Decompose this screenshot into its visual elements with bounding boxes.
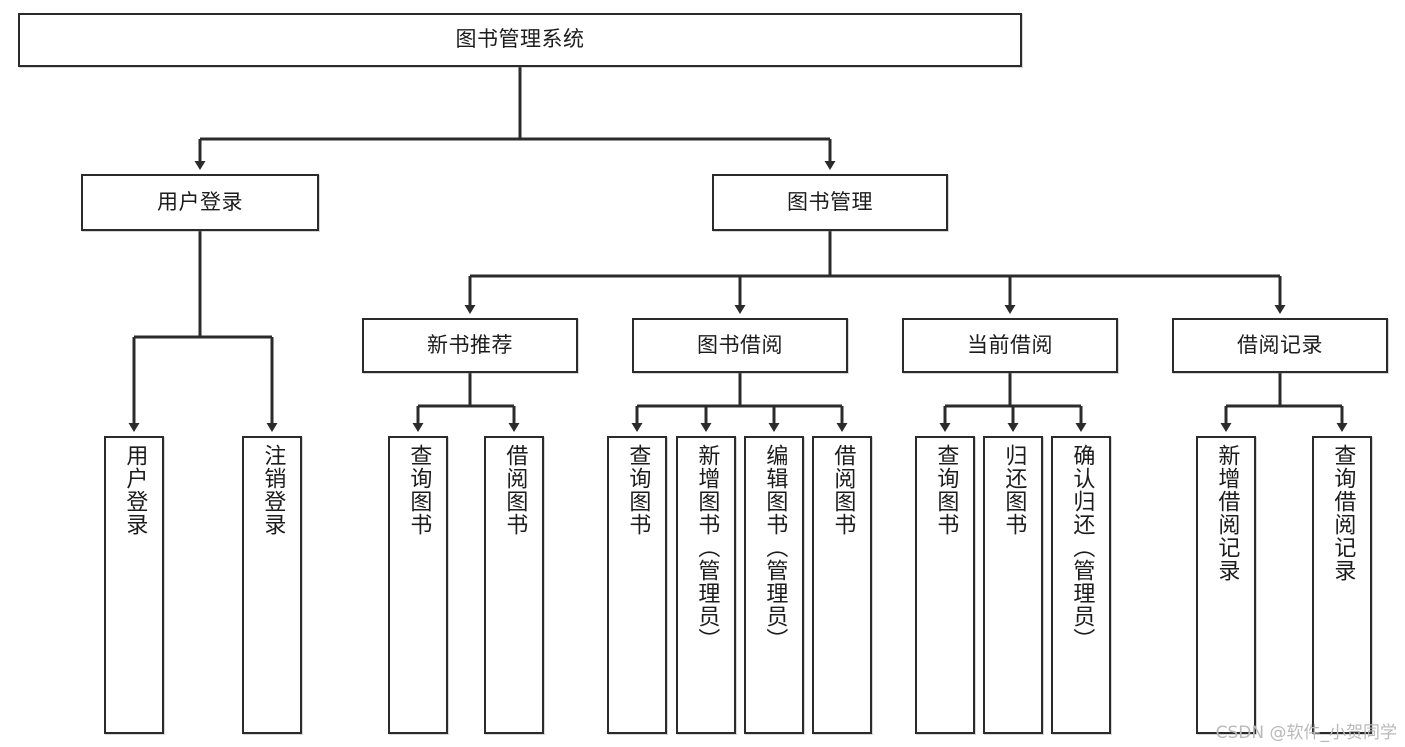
node-label: 当前借阅 [967, 332, 1053, 357]
node-new-book-recommend[interactable]: 新书推荐 [362, 318, 578, 373]
leaf-query-book-1[interactable]: 查询图书 [388, 436, 448, 734]
node-label: 归还图书 [1001, 444, 1027, 536]
leaf-query-book-2[interactable]: 查询图书 [607, 436, 667, 734]
leaf-query-borrow-record[interactable]: 查询借阅记录 [1312, 436, 1372, 734]
leaf-query-book-3[interactable]: 查询图书 [915, 436, 975, 734]
node-label: 注销登录 [260, 444, 286, 536]
node-label: 图书借阅 [697, 332, 783, 357]
node-borrow-record[interactable]: 借阅记录 [1172, 318, 1388, 373]
node-label: 新增图书（管理员） [694, 444, 720, 651]
node-book-borrow[interactable]: 图书借阅 [632, 318, 848, 373]
leaf-return-book[interactable]: 归还图书 [983, 436, 1043, 734]
watermark: CSDN @软件_小贺同学 [1215, 723, 1397, 743]
node-user-login[interactable]: 用户登录 [81, 174, 319, 231]
node-label: 借阅图书 [830, 444, 856, 536]
leaf-add-book[interactable]: 新增图书（管理员） [676, 436, 736, 734]
leaf-borrow-book-1[interactable]: 借阅图书 [484, 436, 544, 734]
node-root-system[interactable]: 图书管理系统 [18, 13, 1022, 67]
node-label: 查询图书 [933, 444, 959, 536]
node-label: 借阅记录 [1237, 332, 1323, 357]
leaf-user-logout[interactable]: 注销登录 [242, 436, 302, 734]
node-label: 用户登录 [157, 189, 243, 214]
node-current-borrow[interactable]: 当前借阅 [902, 318, 1118, 373]
leaf-confirm-return[interactable]: 确认归还（管理员） [1051, 436, 1111, 734]
leaf-user-login[interactable]: 用户登录 [104, 436, 164, 734]
leaf-add-borrow-record[interactable]: 新增借阅记录 [1196, 436, 1256, 734]
node-book-management[interactable]: 图书管理 [712, 174, 948, 231]
node-label: 借阅图书 [502, 444, 528, 536]
leaf-edit-book[interactable]: 编辑图书（管理员） [744, 436, 804, 734]
node-label: 新书推荐 [427, 332, 513, 357]
node-label: 新增借阅记录 [1214, 444, 1240, 582]
node-label: 查询借阅记录 [1330, 444, 1356, 582]
node-label: 图书管理系统 [455, 27, 585, 52]
node-label: 图书管理 [787, 189, 873, 214]
node-label: 用户登录 [122, 444, 148, 536]
leaf-borrow-book-2[interactable]: 借阅图书 [812, 436, 872, 734]
node-label: 查询图书 [625, 444, 651, 536]
node-label: 确认归还（管理员） [1069, 444, 1095, 651]
node-label: 编辑图书（管理员） [762, 444, 788, 651]
node-label: 查询图书 [406, 444, 432, 536]
